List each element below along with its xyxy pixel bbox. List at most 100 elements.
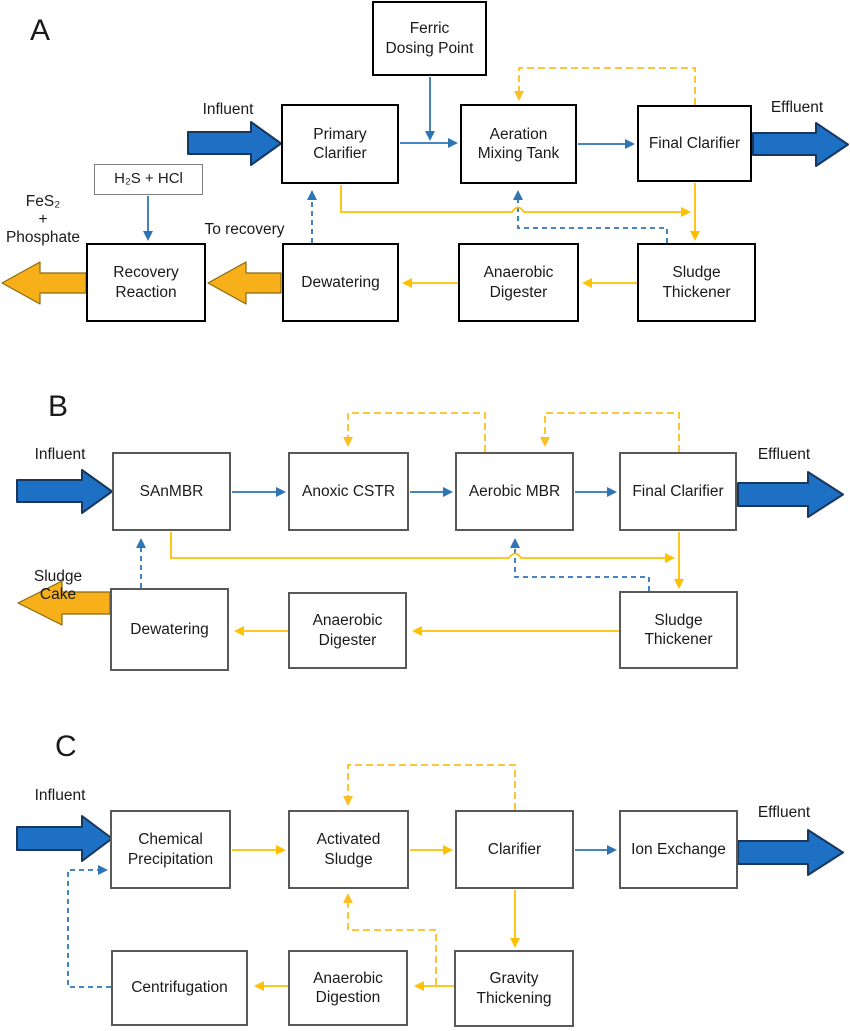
influent-arrow-b	[16, 469, 113, 514]
node-label: Anaerobic Digester	[312, 612, 383, 649]
node-sludge-thickener-b: Sludge Thickener	[619, 591, 738, 669]
arrowhead	[607, 845, 617, 855]
arrowhead	[414, 981, 424, 991]
node-anaerobic-digestion: Anaerobic Digestion	[288, 950, 408, 1026]
effluent-arrow-a	[752, 122, 849, 167]
node-label: Anoxic CSTR	[301, 482, 396, 500]
effluent-arrow-c	[737, 829, 844, 876]
node-chemical-precipitation: Chemical Precipitation	[110, 810, 231, 889]
node-recovery-reaction: Recovery Reaction	[86, 243, 206, 322]
node-anaerobic-digester-b: Anaerobic Digester	[288, 592, 407, 669]
arrowhead	[540, 437, 550, 447]
node-label: Anaerobic Digestion	[313, 969, 383, 1006]
edge-centrifugation-return-to-chemprecip	[67, 869, 111, 988]
arrowhead	[343, 893, 353, 903]
arrowhead	[443, 487, 453, 497]
arrowhead	[625, 139, 635, 149]
node-ferric-dosing-point: Ferric Dosing Point	[372, 1, 487, 76]
node-label: Sludge Thickener	[662, 264, 731, 301]
edge-final-recycle-to-aerobic	[544, 412, 680, 452]
arrowhead	[607, 487, 617, 497]
node-aeration-mixing-tank: Aeration Mixing Tank	[460, 104, 577, 184]
influent-label-a: Influent	[202, 101, 254, 118]
node-label: Gravity Thickening	[476, 970, 552, 1007]
panel-c-letter: C	[55, 730, 77, 763]
node-label: Chemical Precipitation	[127, 831, 214, 868]
arrowhead	[143, 231, 153, 241]
sludge-cake-label: Sludge Cake	[33, 568, 83, 603]
arrowhead	[690, 231, 700, 241]
node-label: Final Clarifier	[632, 482, 724, 500]
node-label: Final Clarifier	[648, 134, 741, 152]
arrowhead	[448, 138, 458, 148]
arrowhead	[665, 553, 675, 563]
arrowhead	[98, 865, 108, 875]
effluent-label-a: Effluent	[770, 99, 824, 116]
arrowhead	[510, 938, 520, 948]
node-final-clarifier-a: Final Clarifier	[637, 105, 752, 182]
fes2-phosphate-label: FeS₂ + Phosphate	[5, 193, 81, 246]
node-label: Ferric Dosing Point	[385, 20, 474, 57]
influent-label-c: Influent	[34, 787, 86, 804]
node-anaerobic-digester-a: Anaerobic Digester	[458, 243, 579, 322]
arrowhead	[276, 845, 286, 855]
node-clarifier-c: Clarifier	[455, 810, 574, 889]
node-label: Recovery Reaction	[113, 264, 179, 301]
node-label: Primary Clarifier	[313, 125, 367, 162]
influent-label-b: Influent	[34, 446, 86, 463]
node-label: Ion Exchange	[631, 840, 726, 858]
to-recovery-label: To recovery	[204, 221, 285, 238]
arrowhead	[674, 579, 684, 589]
edge-thickener-return-to-aeration	[517, 198, 668, 243]
node-dewatering-b: Dewatering	[110, 588, 229, 671]
arrowhead	[513, 190, 523, 200]
effluent-label-b: Effluent	[757, 446, 811, 463]
node-label: Aerobic MBR	[468, 482, 561, 500]
arrowhead	[402, 278, 412, 288]
arrowhead	[681, 207, 691, 217]
node-label: Aeration Mixing Tank	[477, 125, 560, 162]
edge-aerobic-recycle-to-anoxic	[347, 412, 486, 452]
edge-sanmbr-sludge	[170, 532, 667, 559]
effluent-label-c: Effluent	[757, 804, 811, 821]
node-label: SAnMBR	[139, 482, 204, 500]
arrowhead	[510, 538, 520, 548]
node-label: H₂S + HCl	[114, 170, 183, 188]
node-ion-exchange: Ion Exchange	[619, 810, 738, 889]
node-activated-sludge: Activated Sludge	[288, 810, 409, 889]
arrowhead	[582, 278, 592, 288]
edge-primary-sludge	[340, 185, 683, 213]
influent-arrow-c	[16, 815, 113, 862]
node-dewatering-a: Dewatering	[282, 243, 399, 322]
arrowhead	[343, 796, 353, 806]
panel-a-letter: A	[30, 14, 51, 47]
node-centrifugation: Centrifugation	[111, 950, 248, 1026]
node-label: Clarifier	[487, 840, 542, 858]
node-label: Anaerobic Digester	[483, 264, 554, 301]
arrowhead	[443, 845, 453, 855]
arrowhead	[234, 626, 244, 636]
recovery-product-arrow	[1, 261, 87, 305]
node-h2s-hcl: H₂S + HCl	[94, 164, 203, 195]
effluent-arrow-b	[737, 471, 844, 518]
arrowhead	[136, 538, 146, 548]
node-label: Dewatering	[130, 620, 209, 638]
arrowhead	[343, 437, 353, 447]
edge-final-recycle-to-aeration	[518, 67, 696, 105]
arrowhead	[276, 487, 286, 497]
arrowhead	[307, 190, 317, 200]
panel-b-letter: B	[48, 390, 69, 423]
node-gravity-thickening: Gravity Thickening	[454, 950, 574, 1027]
edge-clarifier-recycle-to-activated	[347, 764, 516, 810]
arrowhead	[514, 91, 524, 101]
edge-thickener-return-to-aerobic	[514, 546, 650, 591]
node-final-clarifier-b: Final Clarifier	[619, 452, 737, 531]
arrowhead	[425, 131, 435, 141]
node-primary-clarifier: Primary Clarifier	[281, 104, 399, 184]
arrowhead	[254, 981, 264, 991]
node-anoxic-cstr: Anoxic CSTR	[288, 452, 409, 531]
node-label: Activated Sludge	[316, 831, 381, 868]
node-aerobic-mbr: Aerobic MBR	[455, 452, 574, 531]
node-sludge-thickener-a: Sludge Thickener	[637, 243, 756, 322]
